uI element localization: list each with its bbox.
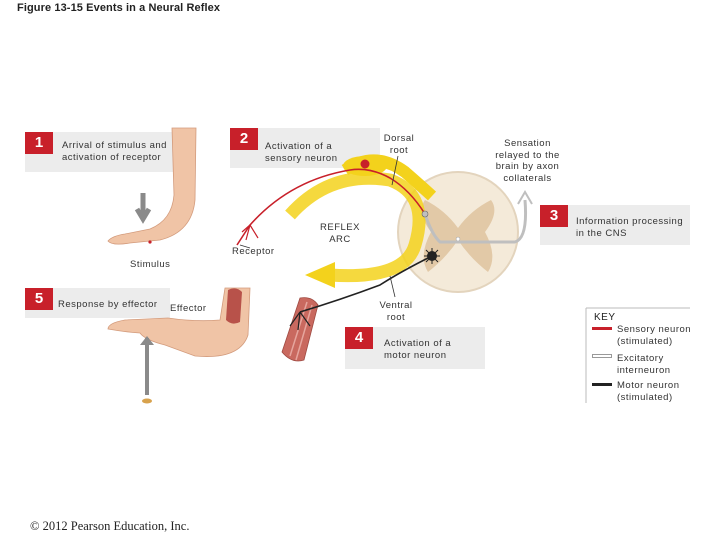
key-interneuron-label: Excitatory interneuron	[617, 353, 671, 376]
copyright: © 2012 Pearson Education, Inc.	[30, 519, 190, 533]
reflex-arc-label: REFLEX ARC	[320, 222, 360, 245]
key-interneuron-swatch	[592, 354, 612, 358]
step-1-text: Arrival of stimulus and activation of re…	[62, 140, 167, 163]
stimulus-arrow	[134, 193, 152, 224]
key-sensory-label: Sensory neuron (stimulated)	[617, 324, 692, 347]
step-3-text: Information processing in the CNS	[576, 216, 684, 239]
key-title: KEY	[594, 312, 616, 323]
interneuron	[423, 199, 527, 244]
figure-title: Figure 13-15 Events in a Neural Reflex	[17, 2, 221, 14]
step-4-badge: 4	[345, 327, 373, 349]
ventral-root-label: Ventral root	[379, 300, 413, 323]
muscle-fibers	[281, 297, 319, 362]
key-motor-swatch	[592, 383, 612, 386]
sensory-neuron	[236, 168, 426, 246]
reflex-arc	[285, 171, 426, 283]
gray-matter	[421, 200, 495, 272]
arm-2	[107, 287, 251, 357]
arm-1	[107, 127, 197, 245]
motor-neuron	[299, 255, 433, 313]
step-2-text: Activation of a sensory neuron	[265, 141, 338, 164]
effector-label: Effector	[170, 303, 207, 314]
effector-muscle	[226, 288, 242, 324]
step-5-text: Response by effector	[58, 299, 158, 310]
receptor-dot	[148, 240, 152, 244]
receptor-pointer	[239, 244, 251, 249]
step-5-badge: 5	[25, 288, 53, 310]
key-frame	[585, 307, 690, 403]
dorsal-root-label: Dorsal root	[383, 133, 415, 156]
step-1-badge: 1	[25, 132, 53, 154]
motor-neuron-cell-body	[424, 248, 440, 264]
step-4-text: Activation of a motor neuron	[384, 338, 452, 361]
key-motor-label: Motor neuron (stimulated)	[617, 380, 680, 403]
key-sensory-swatch	[592, 327, 612, 330]
ventral-root-pointer	[389, 275, 396, 298]
sensation-label: Sensation relayed to the brain by axon c…	[495, 138, 560, 184]
receptor-label: Receptor	[232, 246, 275, 257]
dorsal-root-pointer	[391, 155, 399, 186]
stimulus-label: Stimulus	[130, 259, 171, 270]
step-2-badge: 2	[230, 128, 258, 150]
step-3-badge: 3	[540, 205, 568, 227]
